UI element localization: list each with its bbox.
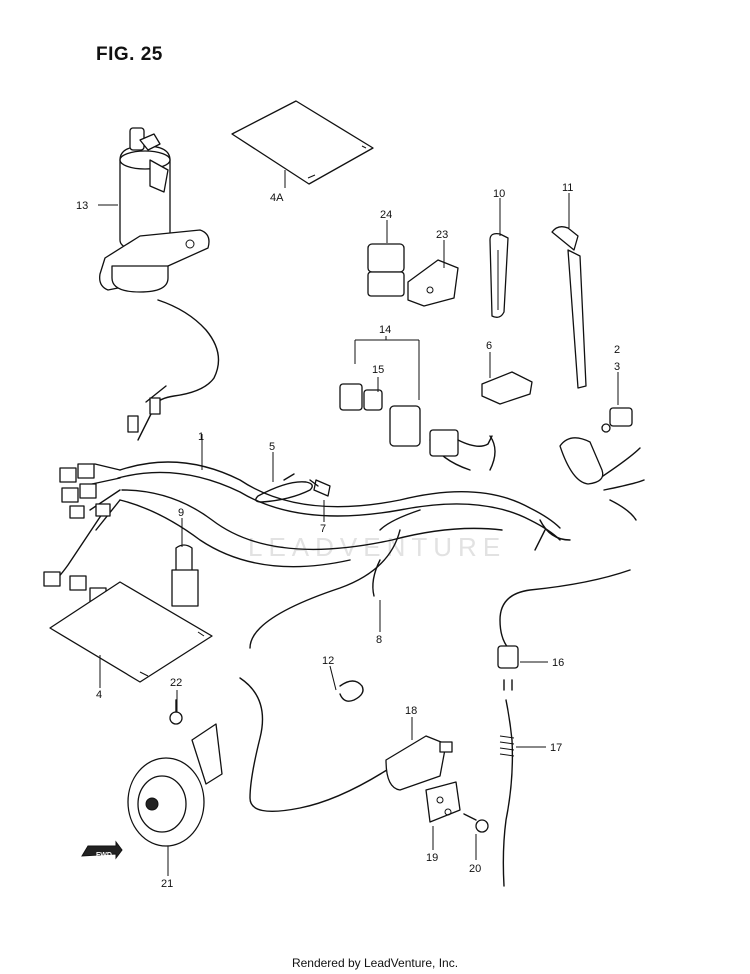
callout-12: 12 [322,655,334,667]
fwd-label: FWD [96,852,112,859]
figure-title: FIG. 25 [96,44,163,65]
callout-14: 14 [379,324,391,336]
part-1-main-harness [49,385,645,813]
callout-21: 21 [161,878,173,890]
callout-3: 3 [614,361,620,373]
fuse-holder [559,437,604,485]
callout-1: 1 [198,431,204,443]
callout-2: 2 [614,344,620,356]
part-20-screw [463,813,489,833]
callout-labels: 13 4A 24 23 10 11 14 15 6 2 3 1 5 7 9 8 … [76,182,620,890]
part-6-pad [481,371,533,405]
fwd-direction-icon: FWD [81,840,123,860]
callout-4: 4 [96,689,102,701]
part-13-ignition-switch [99,127,220,407]
footer-credit: Rendered by LeadVenture, Inc. [291,956,459,970]
part-19-bracket [425,781,461,823]
callout-22: 22 [170,677,182,689]
callout-8: 8 [376,634,382,646]
part-7-bolt [309,479,331,497]
part-2-3-cap [601,407,633,433]
part-21-horn [127,723,223,847]
callout-4a: 4A [270,192,284,204]
parts-14-15-connectors [339,339,493,457]
watermark-text: LEADVENTURE [248,532,506,562]
callout-leaders [98,193,619,876]
part-23-bracket [407,259,459,307]
part-22-bolt [169,699,183,725]
callout-23: 23 [436,229,448,241]
callout-18: 18 [405,705,417,717]
callout-24: 24 [380,209,392,221]
part-4-sheet [49,581,213,683]
part-24-relay [367,243,405,297]
part-9-clip [171,544,199,607]
callout-19: 19 [426,852,438,864]
callout-13: 13 [76,200,88,212]
callout-6: 6 [486,340,492,352]
part-5-clamp [255,473,313,503]
part-17-spring-cable [499,699,515,887]
callout-15: 15 [372,364,384,376]
part-11-cable-tie [551,226,587,389]
part-16-sensor [497,645,519,691]
part-12-clip [339,680,364,702]
callout-20: 20 [469,863,481,875]
callout-11: 11 [562,182,573,194]
callout-9: 9 [178,507,184,519]
part-10-strap [489,232,509,318]
callout-10: 10 [493,188,505,200]
left-connector-cluster [43,397,161,603]
part-4a-sheet [231,100,374,188]
callout-5: 5 [269,441,275,453]
part-18-switch [385,735,453,791]
callout-7: 7 [320,523,326,535]
callout-17: 17 [550,742,562,754]
callout-16: 16 [552,657,564,669]
